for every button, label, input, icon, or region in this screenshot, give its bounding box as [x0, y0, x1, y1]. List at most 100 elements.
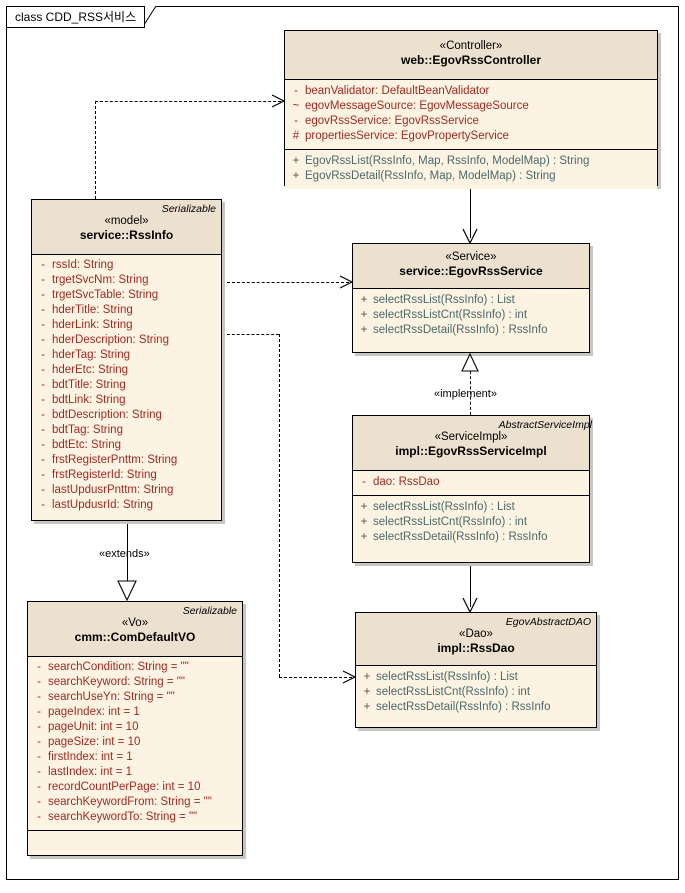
visibility-marker: -	[37, 766, 41, 778]
attribute-text: hderEtc: String	[52, 364, 129, 376]
operation-row: + selectRssList(RssInfo) : List	[358, 670, 594, 685]
association-controller-service	[470, 186, 471, 238]
visibility-marker: +	[292, 170, 300, 182]
visibility-marker: -	[41, 259, 45, 271]
attribute-text: searchKeyword: String = ""	[48, 676, 185, 688]
class-node-rssdao[interactable]: EgovAbstractDAO «Dao» impl::RssDao +sele…	[355, 612, 597, 728]
visibility-marker: +	[360, 531, 368, 543]
attribute-text: searchKeywordFrom: String = ""	[48, 796, 212, 808]
attribute-text: lastUpdusrPnttm: String	[52, 484, 174, 496]
visibility-marker: -	[294, 115, 298, 127]
attribute-text: hderLink: String	[52, 319, 133, 331]
attribute-text: searchUseYn: String = ""	[48, 691, 175, 703]
visibility-marker: -	[37, 706, 41, 718]
dependency-rssinfo-controller-horizontal	[95, 101, 281, 102]
attribute-row: -hderTag: String	[34, 348, 219, 363]
attribute-text: bdtDescription: String	[52, 409, 162, 421]
visibility-marker: -	[41, 424, 45, 436]
attribute-text: egovMessageSource: EgovMessageSource	[305, 100, 529, 112]
attribute-text: beanValidator: DefaultBeanValidator	[305, 85, 490, 97]
class-node-egovrssservice[interactable]: «Service» service::EgovRssService +selec…	[352, 243, 590, 353]
visibility-marker: -	[41, 304, 45, 316]
dependency-rssinfo-controller-vertical	[95, 101, 96, 199]
generalization-rssinfo-comdefaultvo	[127, 521, 128, 581]
operations-compartment-egovrsscontroller: + EgovRssList(RssInfo, Map, RssInfo, Mod…	[285, 149, 657, 189]
visibility-marker: +	[363, 671, 371, 683]
operation-text: selectRssList(RssInfo) : List	[373, 501, 515, 513]
class-tagline-rssinfo: Serializable	[161, 203, 216, 215]
attribute-text: hderDescription: String	[52, 334, 169, 346]
class-stereotype-egovrssserviceimpl: «ServiceImpl»	[434, 431, 508, 443]
operation-row: +selectRssListCnt(RssInfo) : int	[358, 685, 594, 700]
operation-text: selectRssListCnt(RssInfo) : int	[373, 516, 528, 528]
diagram-title: class CDD_RSS서비스	[15, 10, 137, 24]
visibility-marker: -	[41, 274, 45, 286]
visibility-marker: +	[363, 686, 371, 698]
attribute-text: firstIndex: int = 1	[48, 751, 133, 763]
attribute-row: - egovRssService: EgovRssService	[287, 114, 655, 129]
class-name-rssinfo: service::RssInfo	[79, 228, 174, 242]
attribute-row: -searchKeywordFrom: String = ""	[30, 795, 240, 810]
attributes-compartment-comdefaultvo: -searchCondition: String = "" -searchKey…	[28, 657, 242, 830]
attribute-row: -hderTitle: String	[34, 303, 219, 318]
class-header-comdefaultvo: Serializable «Vo» cmm::ComDefaultVO	[28, 602, 242, 657]
realization-serviceimpl-service	[470, 371, 471, 415]
visibility-marker: -	[37, 661, 41, 673]
class-tagline-rssdao: EgovAbstractDAO	[505, 616, 591, 628]
operations-compartment-egovrssservice: +selectRssList(RssInfo) : List +selectRs…	[353, 289, 589, 343]
dependency-rssinfo-service	[222, 282, 349, 283]
operation-text: EgovRssDetail(RssInfo, Map, ModelMap) : …	[305, 170, 556, 182]
operation-text: selectRssDetail(RssInfo) : RssInfo	[373, 531, 548, 543]
attribute-row: -bdtTag: String	[34, 423, 219, 438]
class-node-comdefaultvo[interactable]: Serializable «Vo» cmm::ComDefaultVO -sea…	[27, 601, 243, 856]
class-name-comdefaultvo: cmm::ComDefaultVO	[74, 630, 196, 644]
attribute-text: hderTag: String	[52, 349, 130, 361]
operation-text: selectRssList(RssInfo) : List	[376, 671, 518, 683]
operation-row: +selectRssDetail(RssInfo) : RssInfo	[355, 323, 587, 338]
visibility-marker: -	[41, 499, 45, 511]
attribute-row: -pageUnit: int = 10	[30, 720, 240, 735]
visibility-marker: +	[292, 155, 300, 167]
class-header-rssinfo: Serializable «model» service::RssInfo	[32, 200, 221, 255]
class-tagline-comdefaultvo: Serializable	[182, 605, 237, 617]
visibility-marker: -	[41, 409, 45, 421]
visibility-marker: -	[41, 319, 45, 331]
attribute-text: searchCondition: String = ""	[48, 661, 189, 673]
attribute-row: -hderLink: String	[34, 318, 219, 333]
visibility-marker: -	[41, 484, 45, 496]
class-header-egovrssservice: «Service» service::EgovRssService	[353, 244, 589, 289]
attribute-text: hderTitle: String	[52, 304, 133, 316]
attribute-text: egovRssService: EgovRssService	[305, 115, 479, 127]
class-stereotype-egovrsscontroller: «Controller»	[439, 40, 503, 52]
class-node-egovrsscontroller[interactable]: «Controller» web::EgovRssController - be…	[284, 30, 658, 189]
operation-row: +selectRssList(RssInfo) : List	[355, 500, 587, 515]
class-node-egovrssserviceimpl[interactable]: AbstractServiceImpl «ServiceImpl» impl::…	[352, 415, 592, 563]
dependency-rssinfo-rssdao-seg3	[279, 677, 352, 678]
class-node-rssinfo[interactable]: Serializable «model» service::RssInfo -r…	[31, 199, 222, 521]
attributes-compartment-rssinfo: -rssId: String -trgetSvcNm: String -trge…	[32, 255, 221, 518]
attribute-text: bdtLink: String	[52, 394, 126, 406]
attribute-text: bdtTag: String	[52, 424, 123, 436]
attribute-text: searchKeywordTo: String = ""	[48, 811, 198, 823]
visibility-marker: -	[41, 334, 45, 346]
association-serviceimpl-rssdao	[470, 563, 471, 607]
visibility-marker: -	[37, 691, 41, 703]
class-name-egovrsscontroller: web::EgovRssController	[400, 53, 541, 67]
relation-label-implement: «implement»	[434, 388, 497, 400]
dependency-rssinfo-rssdao-seg2	[279, 334, 280, 677]
visibility-marker: +	[363, 701, 371, 713]
attribute-text: recordCountPerPage: int = 10	[48, 781, 201, 793]
class-header-egovrssserviceimpl: AbstractServiceImpl «ServiceImpl» impl::…	[353, 416, 592, 471]
attribute-row: -lastIndex: int = 1	[30, 765, 240, 780]
class-name-egovrssserviceimpl: impl::EgovRssServiceImpl	[395, 444, 547, 458]
attribute-text: trgetSvcTable: String	[52, 289, 159, 301]
operations-compartment-egovrssserviceimpl: +selectRssList(RssInfo) : List +selectRs…	[353, 495, 589, 550]
visibility-marker: -	[37, 751, 41, 763]
operation-row: + selectRssDetail(RssInfo) : RssInfo	[355, 530, 587, 545]
visibility-marker: -	[41, 364, 45, 376]
visibility-marker: -	[37, 736, 41, 748]
attribute-text: frstRegisterPnttm: String	[52, 454, 178, 466]
visibility-marker: -	[41, 379, 45, 391]
attribute-text: dao: RssDao	[373, 476, 440, 488]
visibility-marker: +	[360, 324, 368, 336]
